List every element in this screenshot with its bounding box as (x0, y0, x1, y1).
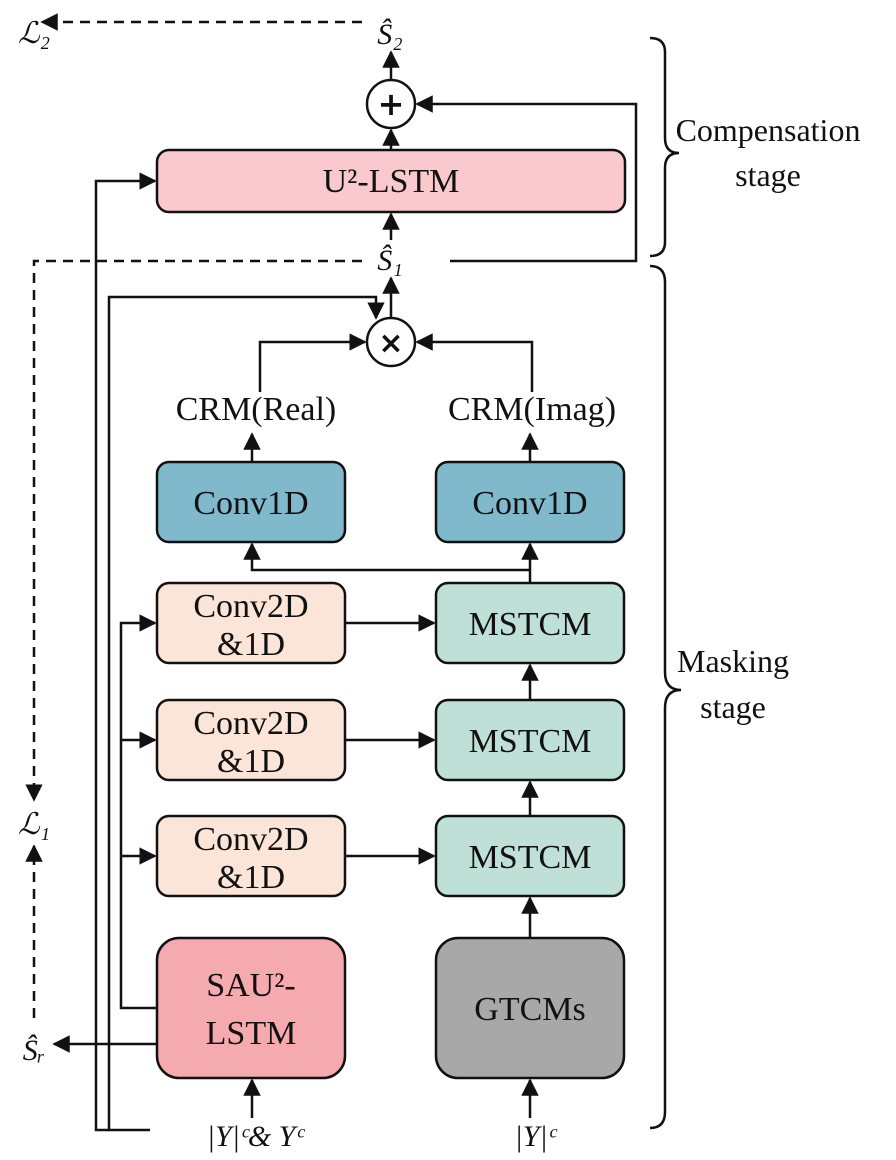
mstcm-2-label: MSTCM (469, 723, 592, 760)
mstcm-block-1: MSTCM (434, 581, 626, 665)
multiply-symbol: × (378, 326, 403, 361)
compensation-brace (649, 36, 680, 258)
u2lstm-label: U²-LSTM (323, 163, 460, 200)
s1-hat-label: Ŝ₁ (377, 244, 402, 277)
conv1d-right-label: Conv1D (472, 485, 587, 522)
input-right-label: |Y|ᶜ (514, 1120, 557, 1153)
s2-hat-label: Ŝ₂ (377, 18, 402, 51)
conv2d-1-line1: Conv2D (193, 588, 308, 625)
conv2d-block-3: Conv2D &1D (155, 814, 347, 898)
sau2lstm-line2: LSTM (206, 1015, 297, 1052)
conv2d-block-2: Conv2D &1D (155, 698, 347, 782)
add-operator: + (365, 78, 417, 130)
loss2-label: ℒ₂ (18, 17, 50, 50)
conv2d-block-1: Conv2D &1D (155, 581, 347, 665)
mstcm-3-label: MSTCM (469, 839, 592, 876)
arrow-s1-skip-add (415, 95, 638, 263)
conv2d-1-line2: &1D (217, 626, 285, 663)
dashed-connections (25, 13, 362, 1018)
conv2d-2-line2: &1D (217, 743, 285, 780)
multiply-operator: × (365, 316, 417, 368)
crm-real-label: CRM(Real) (176, 391, 337, 428)
masking-stage-line2: stage (700, 689, 766, 725)
sau2lstm-line1: SAU²- (206, 967, 296, 1004)
arrow-crm-real-mul (258, 333, 367, 392)
conv1d-right-block: Conv1D (434, 460, 626, 544)
arrow-input-to-mul (107, 295, 385, 1132)
conv1d-left-label: Conv1D (193, 485, 308, 522)
masking-stage-line1: Masking (677, 643, 789, 679)
compensation-stage-line2: stage (735, 157, 801, 193)
arrow-s1-loss1 (25, 259, 362, 802)
mstcm-block-3: MSTCM (434, 814, 626, 898)
sr-hat-label: Ŝᵣ (23, 1034, 45, 1067)
bus-sau2lstm-conv2d1 (119, 614, 157, 1010)
arrow-mstcm1-conv1d-left (243, 542, 530, 572)
input-left-label: |Y|ᶜ& Yᶜ (207, 1120, 306, 1153)
conv2d-3-line2: &1D (217, 859, 285, 896)
loss1-label: ℒ₁ (18, 808, 50, 841)
conv2d-3-line1: Conv2D (193, 821, 308, 858)
gtcms-label: GTCMs (474, 991, 585, 1028)
mstcm-1-label: MSTCM (469, 606, 592, 643)
conv1d-left-block: Conv1D (155, 460, 347, 544)
conv2d-2-line1: Conv2D (193, 705, 308, 742)
mstcm-block-2: MSTCM (434, 698, 626, 782)
arrow-input-to-u2lstm (94, 172, 157, 1132)
arrow-crm-imag-mul (415, 333, 534, 392)
gtcms-block: GTCMs (434, 936, 626, 1080)
solid-connections (52, 50, 638, 1132)
sau2lstm-block: SAU²- LSTM (155, 936, 347, 1080)
u2lstm-block: U²-LSTM (155, 148, 627, 214)
masking-brace (649, 264, 682, 1130)
crm-imag-label: CRM(Imag) (448, 391, 616, 428)
compensation-stage-line1: Compensation (676, 112, 861, 148)
add-symbol: + (378, 85, 405, 123)
